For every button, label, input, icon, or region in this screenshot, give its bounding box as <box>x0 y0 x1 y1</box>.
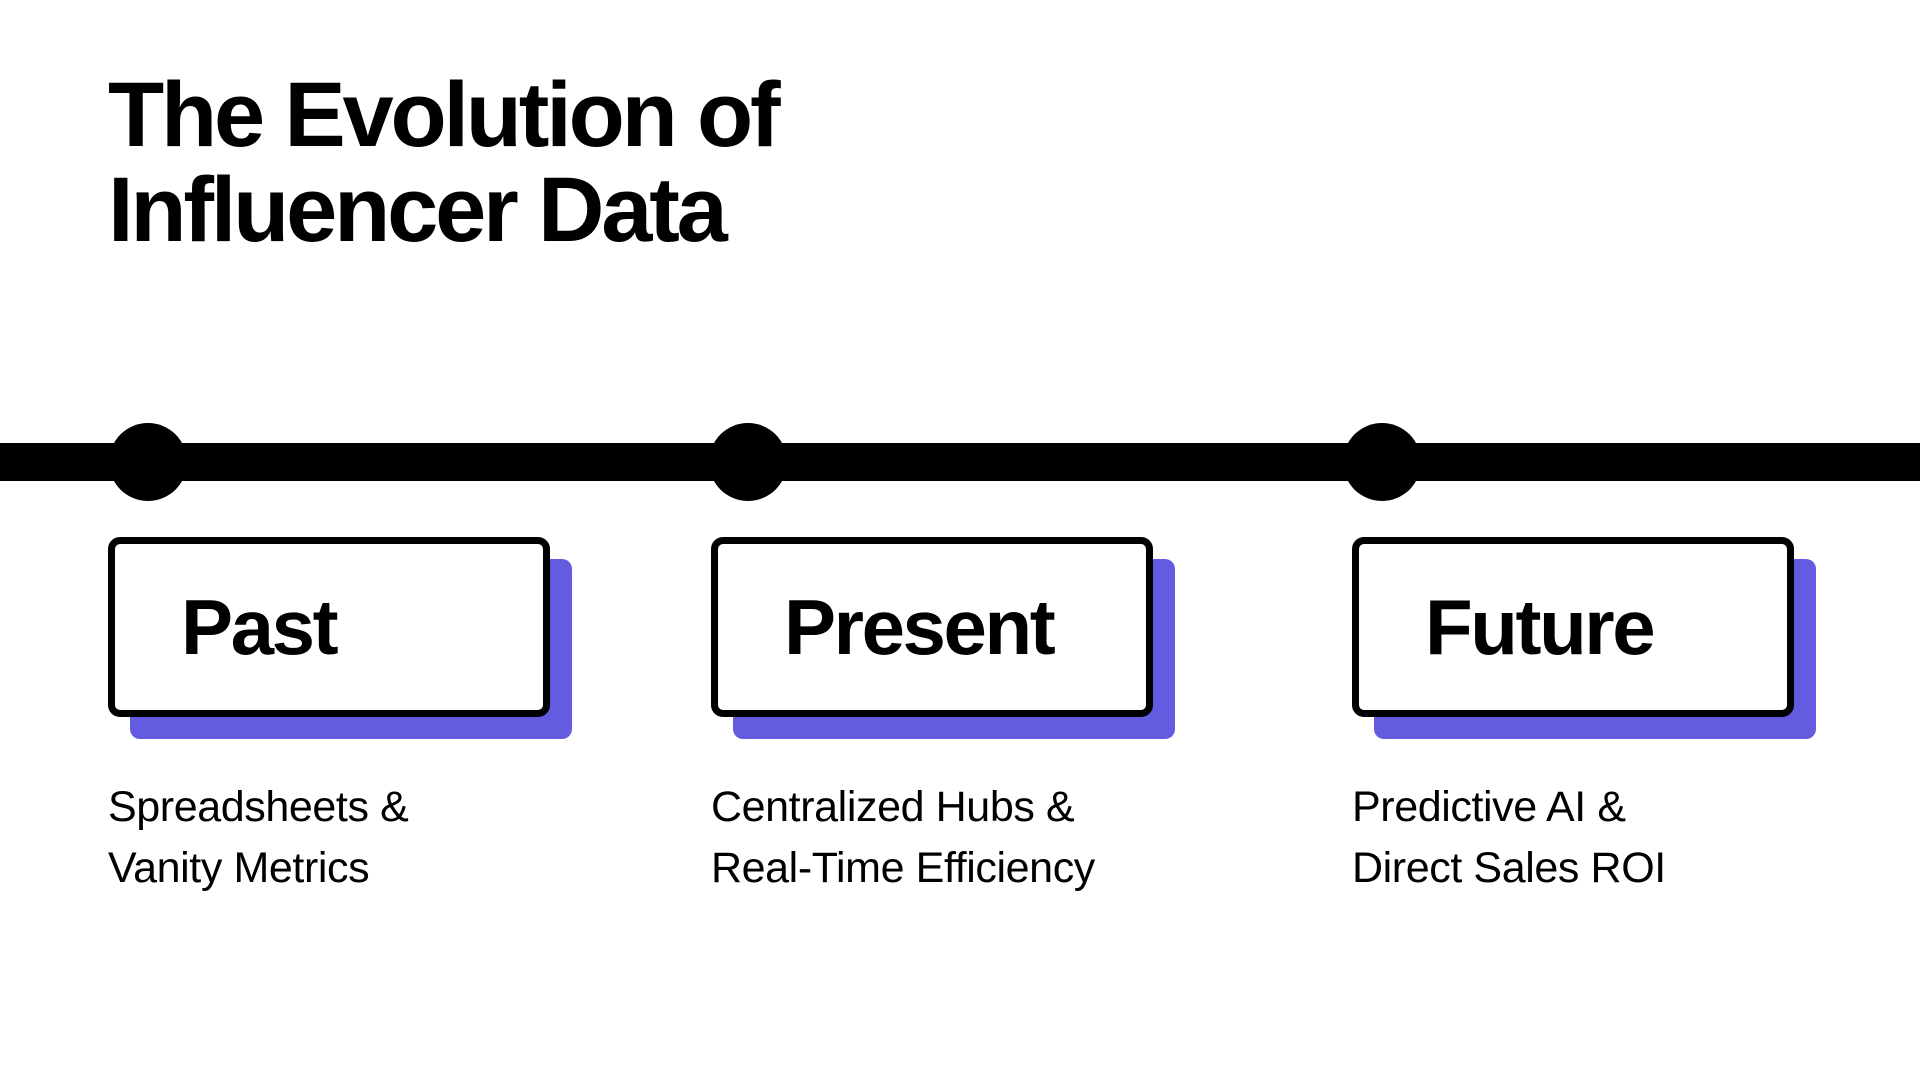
card-label-present: Present <box>784 583 1056 671</box>
card-future[interactable]: Future <box>1352 537 1794 717</box>
timeline-stage-past: Past Spreadsheets & Vanity Metrics <box>108 537 578 899</box>
stage-caption-future: Predictive AI & Direct Sales ROI <box>1352 783 1666 893</box>
stage-caption-past: Spreadsheets & Vanity Metrics <box>108 783 409 893</box>
card-past[interactable]: Past <box>108 537 550 717</box>
timeline-stage-present: Present Centralized Hubs & Real-Time Eff… <box>711 537 1181 899</box>
card-present[interactable]: Present <box>711 537 1153 717</box>
card-label-future: Future <box>1425 583 1656 671</box>
timeline-marker-future <box>1343 423 1421 501</box>
page-title-text: The Evolution of Influencer Data <box>108 64 781 261</box>
stage-card-future[interactable]: Future <box>1352 537 1816 739</box>
timeline-marker-present <box>709 423 787 501</box>
timeline-marker-past <box>109 423 187 501</box>
page-title: The Evolution of Influencer Data <box>108 68 1208 258</box>
stage-caption-present: Centralized Hubs & Real-Time Efficiency <box>711 783 1095 893</box>
stage-card-past[interactable]: Past <box>108 537 572 739</box>
timeline-stage-future: Future Predictive AI & Direct Sales ROI <box>1352 537 1822 899</box>
card-label-past: Past <box>181 583 339 671</box>
timeline-axis <box>0 443 1920 481</box>
stage-card-present[interactable]: Present <box>711 537 1175 739</box>
